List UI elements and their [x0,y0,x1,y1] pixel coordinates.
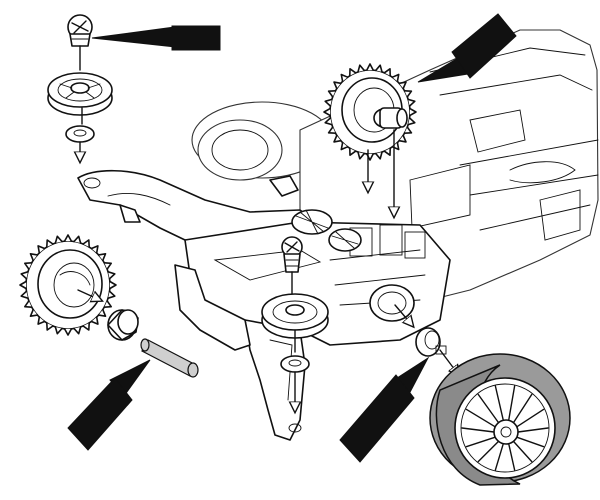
wheel-spoke [516,408,545,428]
wheel-bushing [415,327,447,357]
wheel-spoke [517,427,549,433]
front-pulley-wheel [47,72,113,116]
gear-tooth [103,262,112,270]
pointer-front-screw [91,25,221,51]
wheel-spoke [494,385,504,421]
wheel-spoke [494,443,504,471]
wheel-spoke [508,443,516,471]
wheel-spoke [508,385,516,421]
gear-tooth [403,126,413,134]
tire-wheel [429,353,571,486]
pointer-rear-gear [417,13,517,83]
wheel-spoke [512,393,533,424]
wheel-arrow-1 [394,304,412,325]
wheel-spoke [465,436,496,448]
center-screw [281,236,303,273]
gear-tooth [20,271,29,280]
gear-tooth [19,280,27,290]
gear-tooth [109,280,117,290]
gear-tooth [324,98,333,107]
wheel-spoke [516,436,545,448]
gear-tooth [403,90,413,98]
gear-tooth [398,134,407,143]
gear-tooth [63,328,73,336]
wheel-spoke [477,440,500,463]
gear-tooth [375,64,383,73]
gear-tooth [349,147,357,156]
gear-tooth [103,300,112,308]
gear-tooth [333,81,342,90]
gear-tooth [54,326,63,335]
gear-tooth [73,326,82,335]
gear-tooth [366,63,374,71]
gear-tooth [340,141,349,151]
gear-tooth [340,73,349,83]
gear-tooth [107,290,116,299]
gear-tooth [73,235,82,244]
bearing-bushing [107,309,139,341]
front-pinion-screw [67,14,93,47]
gear-tooth [97,308,107,317]
internal-gear [291,209,333,235]
gear-tooth [383,68,391,77]
gear-tooth [323,107,331,117]
gear-tooth [324,117,333,126]
gear-tooth [54,235,63,244]
gear-tooth [407,117,416,126]
center-pulley-wheel [261,293,329,339]
gear-tooth [46,239,54,248]
gear-tooth [97,253,107,262]
pointer-axle [67,359,151,451]
center-washer [280,355,310,373]
gear-tooth [357,64,365,73]
gear-tooth [37,245,46,254]
gear-tooth [90,316,99,325]
gear-tooth [407,98,416,107]
gear-tooth [357,151,365,160]
gear-tooth [327,90,337,98]
rear-tire-ghost [191,101,333,181]
left-spur-gear [19,234,117,336]
rear-spur-gear [323,63,417,161]
gear-tooth [107,271,116,280]
gear-tooth [20,290,29,299]
gear-tooth [409,107,417,117]
gear-tooth [82,322,90,331]
wheel-spoke [461,427,495,433]
left-arrow [77,289,100,300]
internal-gear-2 [328,228,362,252]
gear-tooth [46,322,54,331]
gear-tooth [29,253,39,262]
axle-shaft [140,338,199,378]
gear-tooth [90,245,99,254]
gear-tooth [333,134,342,143]
gear-tooth [24,262,33,270]
gear-tooth [29,308,39,317]
gear-tooth [37,316,46,325]
gear-tooth [24,300,33,308]
gear-tooth [82,239,90,248]
gear-tooth [391,73,400,83]
wheel-spoke [465,408,496,428]
gear-tooth [327,126,337,134]
gear-tooth [383,147,391,156]
front-washer [65,125,95,143]
pointer-wheel [339,356,430,463]
gear-tooth [398,81,407,90]
wheel-spoke [477,393,500,424]
wheel-spoke [512,440,533,463]
gear-tooth [375,151,383,160]
gear-tooth [63,234,73,242]
gear-tooth [349,68,357,77]
